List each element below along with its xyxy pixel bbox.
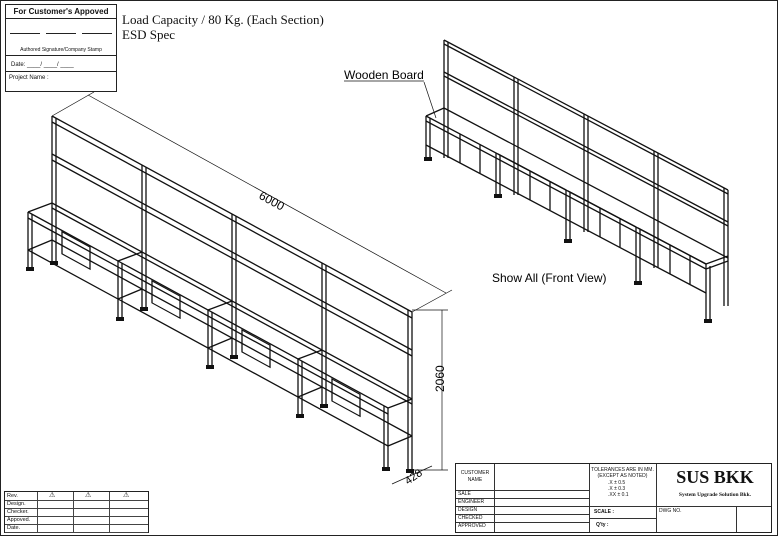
front-view-frame [425, 39, 729, 320]
customer-approval-box: For Customer's Appoved Authored Signatur… [5, 4, 117, 92]
company-logo: SUS BKK [676, 467, 754, 487]
date-label: Date. [7, 525, 21, 531]
approved-label: Appoved. [7, 517, 31, 523]
dimension-lines [51, 91, 453, 485]
approved-label: APPROVED [458, 523, 486, 529]
tolerances-title: TOLERANCES ARE IN MM. [591, 467, 654, 473]
load-capacity-note: Load Capacity / 80 Kg. (Each Section) [122, 12, 324, 27]
design-label: DESIGN [458, 507, 478, 513]
checked-label: CHECKED [458, 515, 483, 521]
wooden-board-label: Wooden Board [344, 68, 424, 82]
esd-spec-note: ESD Spec [122, 27, 176, 42]
approval-title: For Customer's Appoved [13, 7, 109, 16]
tolerances-sub: (EXCEPT AS NOTED) [597, 473, 648, 479]
show-all-label: Show All (Front View) [492, 271, 607, 285]
wooden-board-leader [423, 81, 437, 119]
checker-label: Checker. [7, 509, 29, 515]
sale-label: SALE [458, 491, 471, 497]
spec-notes: Load Capacity / 80 Kg. (Each Section) ES… [122, 12, 324, 42]
design-label: Design. [7, 501, 26, 507]
revision-triangle-icon: ⚠ [123, 492, 130, 499]
customer-name-label: CUSTOMER NAME [460, 470, 490, 483]
revision-block: Rev. Design. Checker. Appoved. Date. ⚠ ⚠… [4, 491, 149, 533]
title-block: CUSTOMER NAME SALE ENGINEER DESIGN CHECK… [455, 463, 772, 533]
front-view-feet [424, 157, 712, 323]
company-subtitle: System Upgrade Solution Bkk. [678, 492, 752, 498]
dimension-height: 2060 [433, 365, 447, 392]
signature-lines [10, 33, 112, 34]
rev-label: Rev. [7, 493, 18, 499]
revision-triangle-icon: ⚠ [49, 492, 56, 499]
qty-label: Q'ty : [596, 522, 609, 528]
approval-project-name: Project Name : [9, 75, 49, 81]
approval-date: Date: ____/ ____/ ____ [11, 62, 74, 68]
revision-triangle-icon: ⚠ [85, 492, 92, 499]
main-frame-feet [26, 261, 414, 473]
engineer-label: ENGINEER [458, 499, 485, 505]
tolerance-xx: .X ± 0.3 [608, 486, 626, 492]
dimension-length: 6000 [257, 188, 287, 213]
main-isometric-frame [27, 115, 413, 470]
tolerance-xxx: .XX ± 0.1 [608, 492, 629, 498]
approval-signature-label: Authored Signature/Company Stamp [20, 47, 102, 53]
tolerance-x: .X ± 0.5 [608, 480, 626, 486]
scale-label: SCALE : [594, 509, 614, 515]
dwg-no-label: DWG NO. [659, 508, 682, 514]
